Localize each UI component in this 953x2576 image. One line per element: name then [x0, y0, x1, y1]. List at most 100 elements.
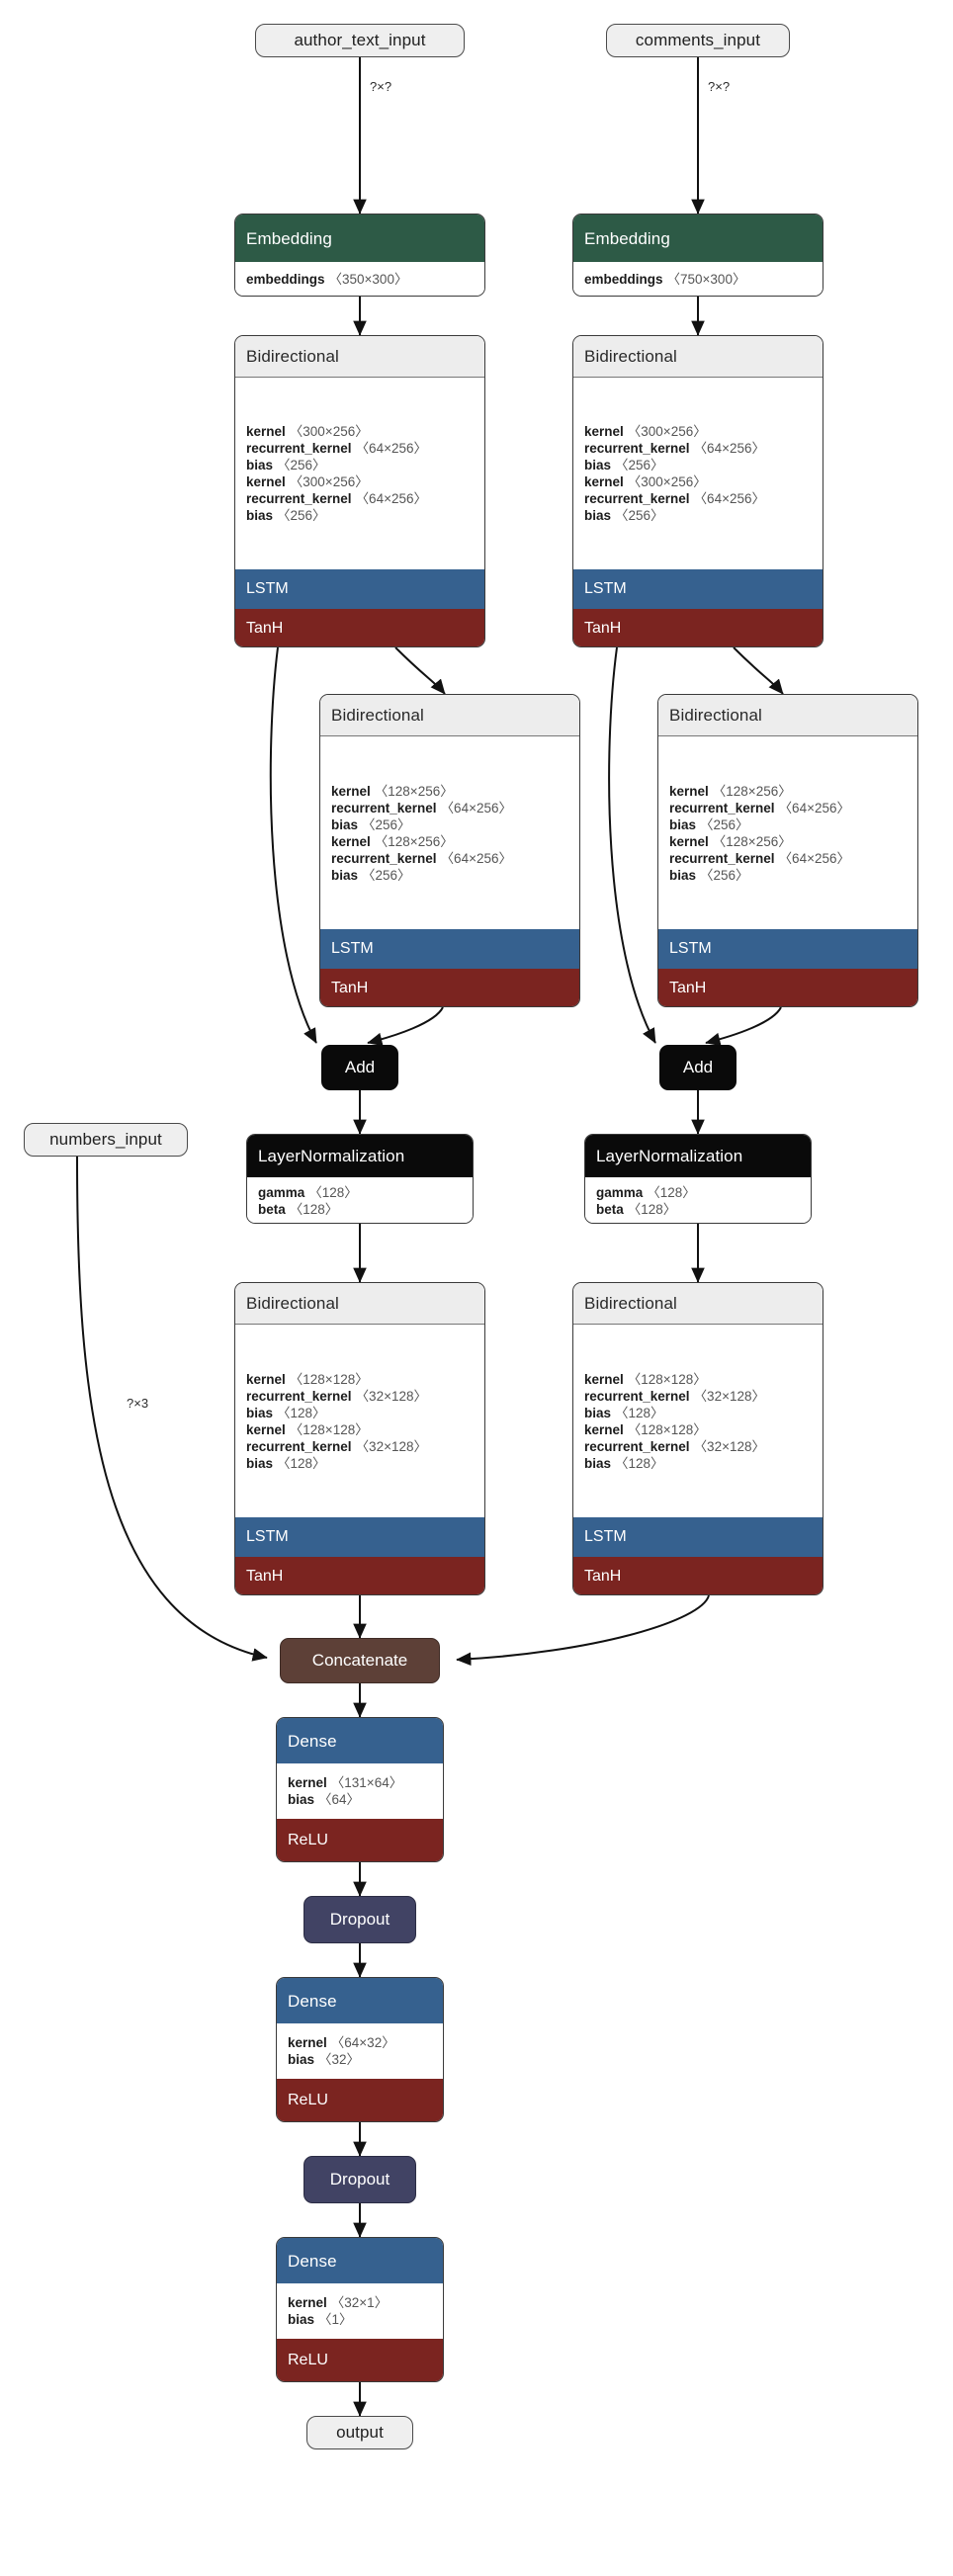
- layer-layernormalization-left[interactable]: LayerNormalization gamma〈128〉 beta〈128〉: [246, 1134, 474, 1224]
- param-shape: 〈128×128〉: [627, 1421, 707, 1437]
- io-label: author_text_input: [294, 31, 426, 49]
- param-name: bias: [669, 816, 697, 832]
- layer-bidirectional-right-1[interactable]: Bidirectional kernel〈300×256〉 recurrent_…: [572, 335, 823, 647]
- param-row: recurrent_kernel〈32×128〉: [584, 1438, 812, 1455]
- layer-dropout-1[interactable]: Dropout: [303, 1896, 416, 1943]
- param-name: recurrent_kernel: [584, 441, 690, 456]
- layer-bidirectional-left-1[interactable]: Bidirectional kernel〈300×256〉 recurrent_…: [234, 335, 485, 647]
- param-shape: 〈256〉: [615, 508, 664, 523]
- param-row: bias〈256〉: [246, 507, 474, 524]
- param-row: embeddings〈750×300〉: [584, 271, 812, 288]
- param-row: kernel〈300×256〉: [246, 423, 474, 440]
- layer-bidirectional-right-2[interactable]: Bidirectional kernel〈128×256〉 recurrent_…: [657, 694, 918, 1007]
- layer-add-right[interactable]: Add: [659, 1045, 736, 1090]
- param-row: kernel〈32×1〉: [288, 2294, 432, 2311]
- param-shape: 〈128×128〉: [289, 1371, 369, 1387]
- io-node-comments-input[interactable]: comments_input: [606, 24, 790, 57]
- param-row: gamma〈128〉: [258, 1184, 462, 1201]
- param-row: recurrent_kernel〈32×128〉: [246, 1388, 474, 1405]
- param-shape: 〈128×128〉: [289, 1421, 369, 1437]
- param-name: recurrent_kernel: [331, 800, 437, 816]
- layer-bidirectional-left-3[interactable]: Bidirectional kernel〈128×128〉 recurrent_…: [234, 1282, 485, 1595]
- param-shape: 〈128〉: [647, 1185, 696, 1200]
- param-row: bias〈256〉: [331, 867, 568, 884]
- layer-layernormalization-right[interactable]: LayerNormalization gamma〈128〉 beta〈128〉: [584, 1134, 812, 1224]
- edge-label-numbers-shape: ?×3: [127, 1396, 149, 1411]
- param-name: gamma: [596, 1185, 644, 1200]
- param-shape: 〈256〉: [362, 867, 411, 883]
- param-shape: 〈128〉: [627, 1202, 677, 1217]
- param-row: kernel〈64×32〉: [288, 2034, 432, 2051]
- layer-add-left[interactable]: Add: [321, 1045, 398, 1090]
- param-name: bias: [331, 816, 359, 832]
- layer-header: Dense: [277, 1718, 443, 1763]
- param-shape: 〈131×64〉: [330, 1775, 403, 1790]
- io-label: numbers_input: [49, 1130, 162, 1149]
- param-name: kernel: [246, 1371, 286, 1387]
- layer-cell-lstm: LSTM: [658, 929, 917, 969]
- param-row: recurrent_kernel〈64×256〉: [584, 440, 812, 457]
- param-shape: 〈256〉: [615, 458, 664, 472]
- param-row: kernel〈128×256〉: [669, 833, 907, 850]
- layer-cell-lstm: LSTM: [320, 929, 579, 969]
- io-node-output[interactable]: output: [306, 2416, 413, 2449]
- layer-header: Bidirectional: [658, 695, 917, 736]
- layer-concatenate[interactable]: Concatenate: [280, 1638, 440, 1683]
- param-name: beta: [258, 1202, 286, 1217]
- layer-activation-tanh: TanH: [573, 1557, 823, 1594]
- param-name: kernel: [288, 1775, 327, 1790]
- param-row: recurrent_kernel〈64×256〉: [246, 490, 474, 507]
- layer-embedding-left[interactable]: Embedding embeddings〈350×300〉: [234, 214, 485, 297]
- layer-params: kernel〈64×32〉 bias〈32〉: [277, 2023, 443, 2079]
- layer-params: kernel〈128×256〉 recurrent_kernel〈64×256〉…: [658, 736, 917, 929]
- param-row: kernel〈131×64〉: [288, 1774, 432, 1791]
- param-row: recurrent_kernel〈32×128〉: [584, 1388, 812, 1405]
- param-shape: 〈256〉: [277, 458, 326, 472]
- param-row: bias〈32〉: [288, 2051, 432, 2068]
- param-row: bias〈1〉: [288, 2311, 432, 2328]
- layer-activation-tanh: TanH: [235, 609, 484, 646]
- edge-bidirr1-to-addr: [608, 646, 656, 1044]
- param-row: kernel〈128×256〉: [331, 833, 568, 850]
- layer-header: Bidirectional: [235, 1283, 484, 1325]
- layer-cell-lstm: LSTM: [235, 569, 484, 609]
- layer-bidirectional-left-2[interactable]: Bidirectional kernel〈128×256〉 recurrent_…: [319, 694, 580, 1007]
- param-shape: 〈64×32〉: [330, 2035, 395, 2050]
- layer-header: Dense: [277, 1978, 443, 2023]
- param-shape: 〈256〉: [277, 508, 326, 523]
- layer-activation-relu: ReLU: [277, 1819, 443, 1861]
- param-shape: 〈32×128〉: [693, 1438, 765, 1454]
- param-name: recurrent_kernel: [584, 491, 690, 506]
- param-name: gamma: [258, 1185, 305, 1200]
- param-name: recurrent_kernel: [246, 441, 352, 456]
- param-shape: 〈128×256〉: [374, 783, 454, 799]
- layer-dense-3[interactable]: Dense kernel〈32×1〉 bias〈1〉 ReLU: [276, 2237, 444, 2382]
- layer-embedding-right[interactable]: Embedding embeddings〈750×300〉: [572, 214, 823, 297]
- param-shape: 〈1〉: [318, 2312, 353, 2327]
- edge-bidirl1-to-bidirl2: [394, 646, 446, 695]
- param-shape: 〈256〉: [700, 816, 749, 832]
- param-row: kernel〈128×128〉: [246, 1371, 474, 1388]
- io-node-numbers-input[interactable]: numbers_input: [24, 1123, 188, 1157]
- io-node-author-text-input[interactable]: author_text_input: [255, 24, 465, 57]
- layer-activation-relu: ReLU: [277, 2339, 443, 2381]
- param-name: bias: [669, 867, 697, 883]
- param-name: bias: [246, 508, 274, 523]
- layer-dense-2[interactable]: Dense kernel〈64×32〉 bias〈32〉 ReLU: [276, 1977, 444, 2122]
- param-name: bias: [584, 458, 612, 472]
- node-label: Concatenate: [311, 1651, 408, 1670]
- layer-dense-1[interactable]: Dense kernel〈131×64〉 bias〈64〉 ReLU: [276, 1717, 444, 1862]
- param-row: kernel〈128×128〉: [584, 1421, 812, 1438]
- io-label: comments_input: [635, 31, 761, 49]
- param-row: bias〈256〉: [584, 507, 812, 524]
- param-shape: 〈64×256〉: [778, 800, 850, 816]
- param-name: embeddings: [584, 271, 663, 287]
- layer-activation-tanh: TanH: [573, 609, 823, 646]
- node-label: Add: [682, 1058, 714, 1076]
- layer-header: LayerNormalization: [247, 1135, 473, 1177]
- layer-params: kernel〈128×256〉 recurrent_kernel〈64×256〉…: [320, 736, 579, 929]
- layer-params: embeddings〈750×300〉: [573, 262, 823, 296]
- layer-bidirectional-right-3[interactable]: Bidirectional kernel〈128×128〉 recurrent_…: [572, 1282, 823, 1595]
- layer-dropout-2[interactable]: Dropout: [303, 2156, 416, 2203]
- param-name: bias: [288, 2052, 315, 2067]
